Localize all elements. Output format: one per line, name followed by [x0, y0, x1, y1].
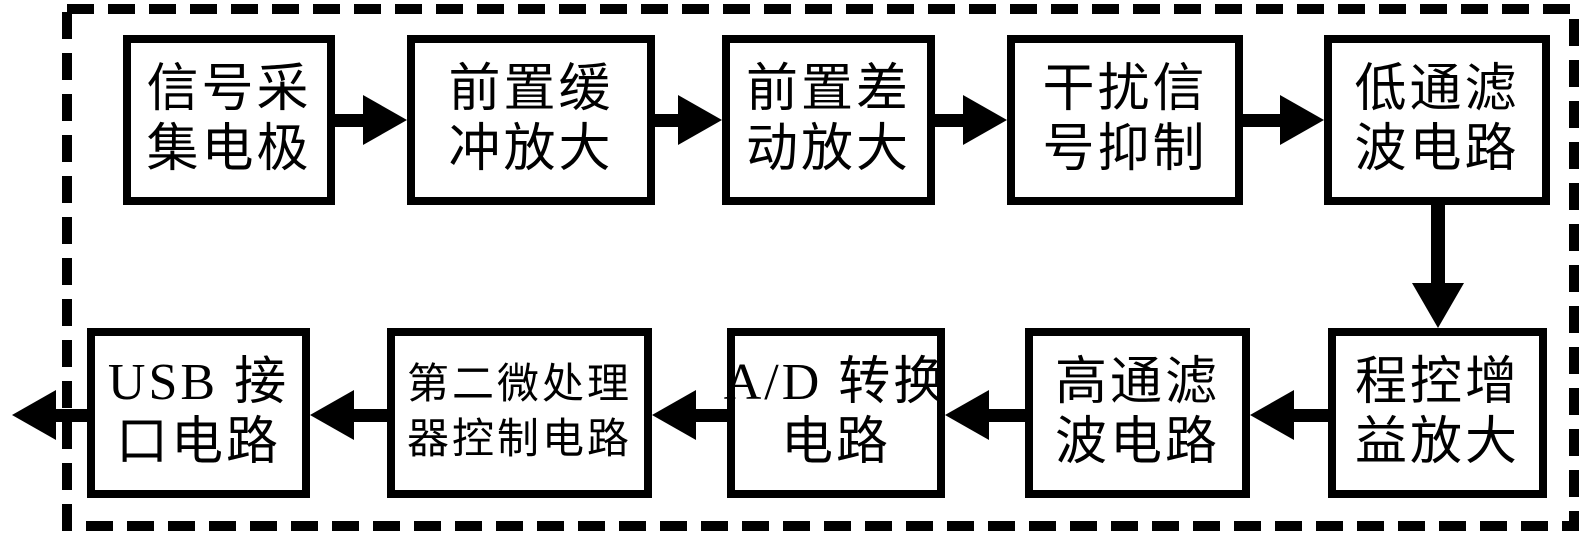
arrow-left-highpass-to-ad [945, 390, 1025, 440]
arrow-shaft [1243, 113, 1280, 127]
block-ad-converter: A/D 转换 电路 [724, 328, 945, 498]
block-label-line: 口电路 [115, 414, 281, 471]
arrow-shaft [655, 113, 678, 127]
block-label-line: A/D 转换 [723, 353, 949, 411]
arrow-shaft [335, 113, 363, 127]
block-label-line: 第二微处理 [406, 362, 632, 409]
arrow-left-mcu-to-usb [310, 390, 387, 440]
block-label-line: 程控增 [1354, 353, 1520, 411]
block-label-line: 益放大 [1354, 414, 1520, 471]
arrow-right-buffer-to-differential [655, 95, 722, 145]
arrowhead-left-icon [945, 390, 989, 440]
arrowhead-left-icon [652, 390, 696, 440]
arrowhead-down-icon [1412, 283, 1464, 328]
block-label-line: 干扰信 [1042, 60, 1208, 118]
arrowhead-left-icon [1250, 390, 1294, 440]
arrow-down-lowpass-to-gain [1412, 205, 1464, 328]
block-low-pass-filter: 低通滤 波电路 [1324, 35, 1550, 205]
block-label-line: 号抑制 [1042, 121, 1208, 178]
arrow-shaft [935, 113, 963, 127]
block-interference-suppression: 干扰信 号抑制 [1007, 35, 1243, 205]
arrow-right-differential-to-interference [935, 95, 1007, 145]
arrow-left-gain-to-highpass [1250, 390, 1328, 440]
arrowhead-right-icon [963, 95, 1007, 145]
block-pre-differential-amplifier: 前置差 动放大 [722, 35, 935, 205]
arrow-shaft [1431, 205, 1445, 283]
block-signal-acquisition-electrode: 信号采 集电极 [123, 35, 335, 205]
block-pre-buffer-amplifier: 前置缓 冲放大 [407, 35, 655, 205]
block-label-line: 高通滤 [1054, 353, 1220, 411]
arrowhead-left-icon [12, 390, 56, 440]
block-second-mcu-control: 第二微处理 器控制电路 [387, 328, 652, 498]
block-label-line: 低通滤 [1354, 60, 1520, 118]
arrowhead-left-icon [310, 390, 354, 440]
block-label-line: 信号采 [146, 60, 312, 118]
block-label-line: 器控制电路 [406, 417, 632, 463]
block-label-line: USB 接 [107, 353, 290, 411]
block-usb-interface: USB 接 口电路 [87, 328, 310, 498]
block-label-line: 冲放大 [448, 121, 614, 178]
arrow-left-usb-to-outside [12, 390, 87, 440]
arrow-shaft [56, 408, 87, 422]
arrowhead-right-icon [1280, 95, 1324, 145]
block-label-line: 前置缓 [448, 60, 614, 118]
block-label-line: 波电路 [1054, 414, 1220, 471]
block-programmable-gain-amplifier: 程控增 益放大 [1328, 328, 1547, 498]
arrowhead-right-icon [678, 95, 722, 145]
block-label-line: 动放大 [745, 121, 911, 178]
arrow-left-ad-to-mcu [652, 390, 727, 440]
arrow-shaft [354, 408, 387, 422]
block-label-line: 电路 [780, 414, 891, 471]
block-label-line: 波电路 [1354, 121, 1520, 178]
arrow-shaft [1294, 408, 1328, 422]
arrow-right-interference-to-lowpass [1243, 95, 1324, 145]
block-label-line: 集电极 [146, 121, 312, 178]
block-high-pass-filter: 高通滤 波电路 [1025, 328, 1250, 498]
arrowhead-right-icon [363, 95, 407, 145]
arrow-shaft [989, 408, 1025, 422]
block-label-line: 前置差 [745, 60, 911, 118]
arrow-right-electrode-to-buffer [335, 95, 407, 145]
arrow-shaft [696, 408, 727, 422]
